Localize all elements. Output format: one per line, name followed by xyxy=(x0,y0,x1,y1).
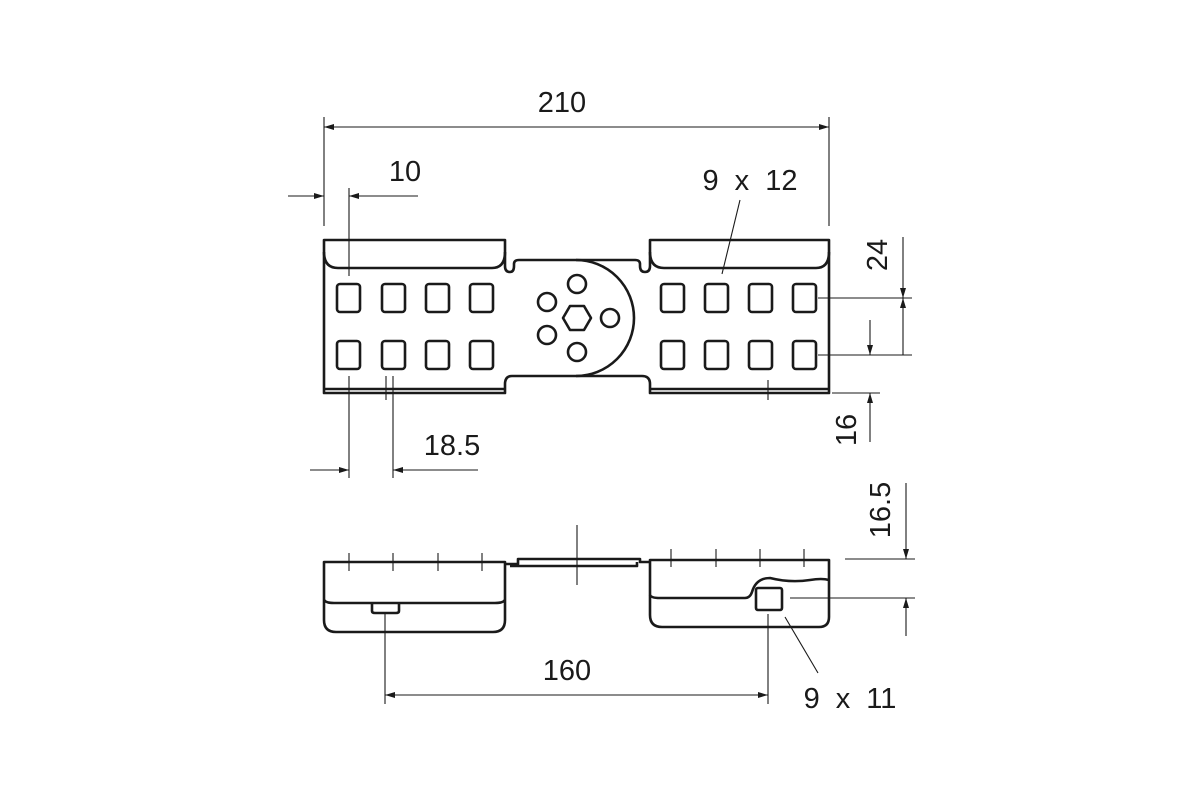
center-strip xyxy=(505,557,650,568)
bolt-holes xyxy=(536,273,621,363)
center-disc xyxy=(575,258,636,378)
tick-marks xyxy=(348,549,805,571)
hex-nut-icon xyxy=(561,304,593,332)
plate-outline xyxy=(322,238,831,395)
dim-label-24: 24 xyxy=(862,239,894,271)
right-block xyxy=(648,558,831,629)
callout-9x12: 9 x 12 xyxy=(703,165,798,275)
dimension-210: 210 xyxy=(323,87,830,226)
dimension-160: 160 xyxy=(384,612,769,704)
dimension-24: 24 xyxy=(818,237,912,356)
dim-label-18-5: 18.5 xyxy=(424,430,480,462)
right-tab xyxy=(648,251,831,270)
dim-label-16-5: 16.5 xyxy=(865,482,897,538)
left-block xyxy=(322,560,507,634)
left-tab xyxy=(322,251,507,270)
dim-label-16: 16 xyxy=(831,414,863,446)
callout-label-9x11: 9 x 11 xyxy=(804,683,897,715)
left-slot xyxy=(370,603,401,615)
dim-label-10: 10 xyxy=(389,156,421,188)
side-square-hole xyxy=(754,586,784,612)
dimension-10: 10 xyxy=(288,156,421,276)
dimension-16: 16 xyxy=(831,320,880,446)
dimension-16-5: 16.5 xyxy=(790,482,915,636)
callout-label-9x12: 9 x 12 xyxy=(703,165,798,197)
dim-label-160: 160 xyxy=(543,655,591,687)
top-view xyxy=(322,238,831,400)
slot-holes xyxy=(335,282,818,371)
dimension-18-5: 18.5 xyxy=(310,376,480,478)
dim-label-210: 210 xyxy=(538,87,586,119)
side-view xyxy=(322,525,831,634)
callout-9x11: 9 x 11 xyxy=(784,616,897,715)
